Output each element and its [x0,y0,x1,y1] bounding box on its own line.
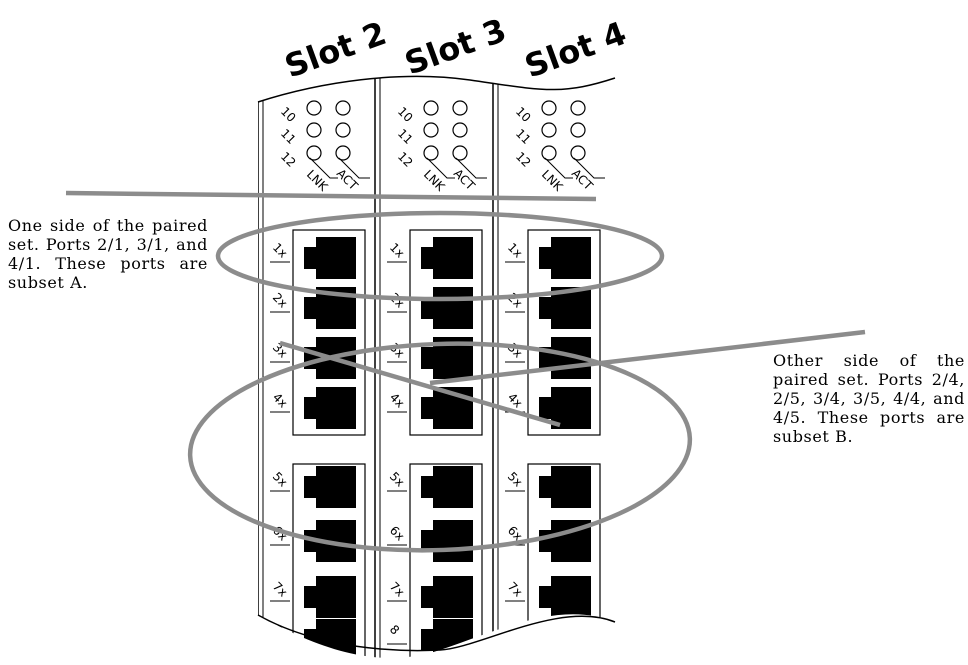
chassis-outline [257,75,616,652]
subset-highlights [65,190,866,553]
link-leader [309,157,338,179]
subset-a-ellipse [215,210,665,302]
ethernet-port [421,576,473,618]
link-led [306,122,322,138]
activity-leader [573,157,605,179]
link-led [541,100,557,116]
ethernet-port [304,466,356,508]
ethernet-port [539,466,591,508]
port-group-frame [292,229,366,436]
link-led [541,145,557,161]
ethernet-port [539,619,591,658]
activity-led [452,145,468,161]
ethernet-port [421,237,473,279]
activity-led [570,122,586,138]
activity-led [335,100,351,116]
link-led [306,100,322,116]
ethernet-port [539,387,591,429]
activity-led [335,145,351,161]
ethernet-port [539,576,591,618]
link-led [423,122,439,138]
ethernet-port [304,237,356,279]
link-led [306,145,322,161]
ethernet-port [421,466,473,508]
link-led [423,145,439,161]
subset-b-pointer-upper [429,329,866,386]
ethernet-port [304,576,356,618]
chassis-bottom-edge [257,614,616,652]
activity-led [570,100,586,116]
ethernet-port [304,287,356,329]
link-led [423,100,439,116]
ethernet-port [304,387,356,429]
slot-label-4: Slot 4 [520,14,631,86]
activity-leader [455,157,487,179]
link-leader [544,157,573,179]
link-led [541,122,557,138]
subset-a-pointer [65,190,597,202]
activity-led [335,122,351,138]
activity-led [452,122,468,138]
slot-label-2: Slot 2 [280,14,391,86]
ethernet-port [539,287,591,329]
activity-leader [338,157,370,179]
slot-headings: Slot 2 Slot 3 Slot 4 [280,11,631,86]
port-group-frame [292,463,366,658]
subset-b-ellipse [187,341,693,553]
subset-b-callout: Other side of the paired set. Ports 2/4,… [773,351,965,446]
port-group-frame [409,463,483,658]
slot-label-3: Slot 3 [400,11,511,83]
port-group-frame [527,229,601,436]
link-leader [426,157,455,179]
chassis-top-edge [257,75,616,103]
activity-led [570,145,586,161]
port-group-frame [527,463,601,658]
subset-b-pointer-lower [279,340,561,428]
port-group-frame [409,229,483,436]
activity-led [452,100,468,116]
ethernet-port [421,337,473,379]
ethernet-port [539,237,591,279]
subset-a-callout: One side of the paired set. Ports 2/1, 3… [8,216,208,292]
